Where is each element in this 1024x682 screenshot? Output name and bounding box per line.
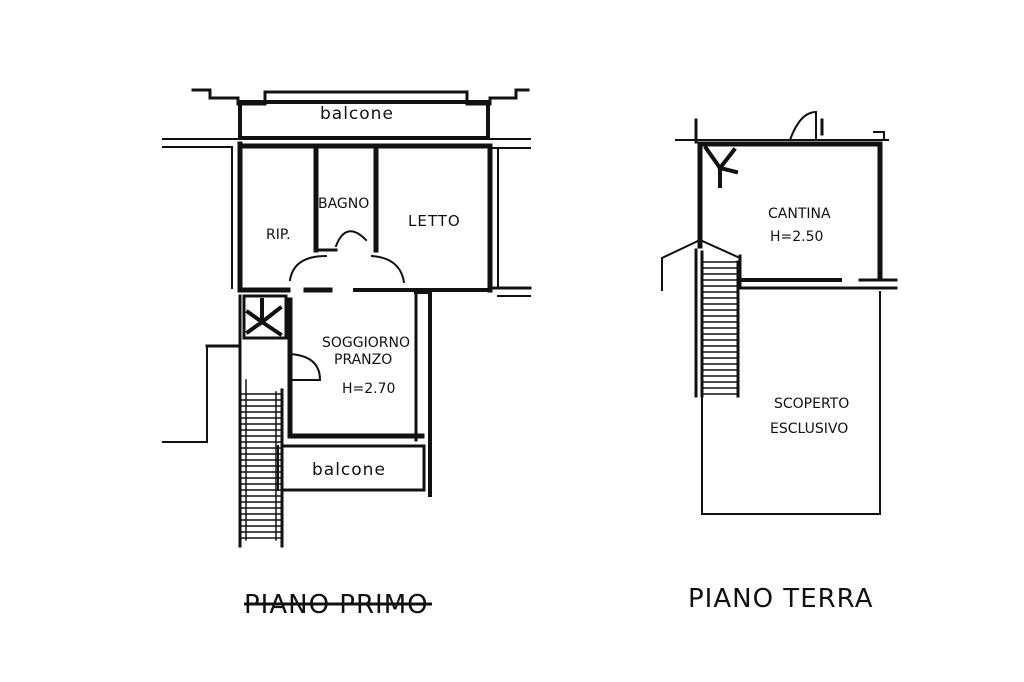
- room-label-cantina: CANTINA: [768, 206, 831, 222]
- room-label-balcone-bottom: balcone: [312, 460, 386, 480]
- piano-primo-walls: [162, 88, 532, 497]
- piano-primo-title: PIANO PRIMO: [244, 590, 429, 620]
- room-label-height-primo: H=2.70: [342, 381, 396, 397]
- piano-terra-walls: [661, 110, 898, 515]
- stair-terra: [700, 250, 740, 398]
- stair-primo-exterior: [238, 350, 284, 548]
- room-label-height-terra: H=2.50: [770, 229, 824, 245]
- balcone-top-outline: [238, 100, 490, 140]
- piano-primo-doors: [288, 230, 406, 382]
- room-label-balcone-top: balcone: [320, 104, 394, 124]
- room-label-rip: RIP.: [266, 227, 291, 243]
- room-label-bagno: BAGNO: [318, 196, 370, 212]
- room-label-scoperto: SCOPERTO: [774, 396, 850, 412]
- piano-terra-title: PIANO TERRA: [688, 584, 874, 614]
- room-label-esclusivo: ESCLUSIVO: [770, 421, 849, 437]
- room-label-pranzo: PRANZO: [334, 352, 393, 368]
- room-label-soggiorno: SOGGIORNO: [322, 335, 410, 351]
- stair-well-primo: [242, 294, 288, 340]
- room-label-letto: LETTO: [408, 212, 461, 230]
